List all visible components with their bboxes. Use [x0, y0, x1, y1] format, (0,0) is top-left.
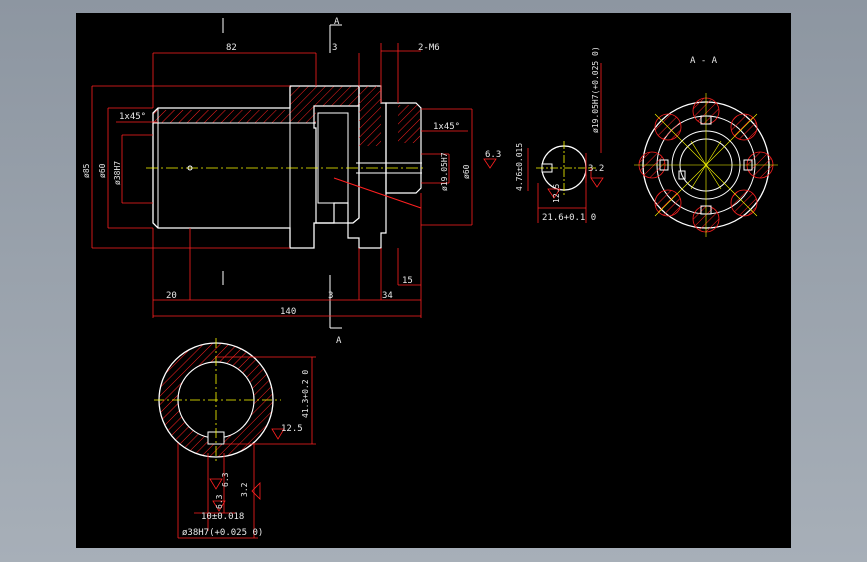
- hub-keyway-depth: 41.3+0.2 0: [301, 370, 310, 418]
- hub-roughness-b: 6.3: [221, 472, 230, 487]
- hub-cross-section: 41.3+0.2 0 12.5 6.3 6.3 3.2 10±0.018 ø38…: [154, 338, 316, 539]
- shaft-roughness-1: 6.3: [485, 150, 501, 160]
- hub-bore: ø38H7(+0.025 0): [182, 528, 263, 538]
- left-hub-upper-hatch: [153, 86, 359, 123]
- section-marker-top: A: [329, 17, 342, 53]
- section-label-top: A: [334, 17, 340, 27]
- section-view-title: A - A: [690, 56, 718, 66]
- dim-overall-140: 140: [280, 307, 296, 317]
- spider-hatch: [359, 86, 381, 146]
- hub-keyway-width: 10±0.018: [201, 512, 244, 522]
- right-hub-hatch: [398, 105, 420, 143]
- dim-bottom-34: 34: [382, 291, 393, 301]
- dim-chamfer-right: 1x45°: [433, 122, 460, 132]
- right-hub-outline: [385, 102, 422, 194]
- section-marker-bottom: A: [329, 275, 342, 346]
- dim-bottom-3: 3: [328, 291, 333, 301]
- dimension-lines: [91, 43, 473, 318]
- shaft-keyway-tol: 4.76±0.015: [515, 143, 524, 191]
- dim-dia-19-05h7: ø19.05H7: [440, 152, 449, 191]
- hub-roughness-c: 6.3: [215, 494, 224, 509]
- shaft-keyway-depth: 21.6+0.1 0: [542, 213, 596, 223]
- shaft-roughness-2: 12.5: [552, 184, 561, 203]
- dim-dia-38h7: ø38H7: [113, 161, 122, 185]
- shaft-bore: ø19.05H7(+0.025 0): [591, 46, 600, 133]
- dim-top-82: 82: [226, 43, 237, 53]
- dim-dia-60-left: ø60: [98, 163, 107, 178]
- shaft-keyway-detail: 6.3 4.76±0.015 12.5 3.2 21.6+0.1 0 ø19.0…: [483, 46, 604, 223]
- dim-bottom-15: 15: [402, 276, 413, 286]
- dim-dia-85: ø85: [82, 163, 91, 178]
- dim-dia-60-right: ø60: [462, 164, 471, 179]
- hub-roughness-d: 3.2: [240, 482, 249, 497]
- dim-top-2m6: 2-M6: [418, 43, 440, 53]
- dim-chamfer-left: 1x45°: [119, 112, 146, 122]
- cad-drawing-canvas: A A: [76, 13, 791, 548]
- section-a-a-view: A - A: [634, 56, 778, 237]
- hub-roughness-a: 12.5: [281, 424, 303, 434]
- section-label-bottom: A: [336, 336, 342, 346]
- drawing-svg: A A: [82, 17, 778, 539]
- dim-bottom-20: 20: [166, 291, 177, 301]
- main-side-view: [146, 85, 426, 249]
- jaw-inner: [317, 112, 349, 204]
- shaft-roughness-3: 3.2: [588, 164, 604, 174]
- dim-top-3: 3: [332, 43, 337, 53]
